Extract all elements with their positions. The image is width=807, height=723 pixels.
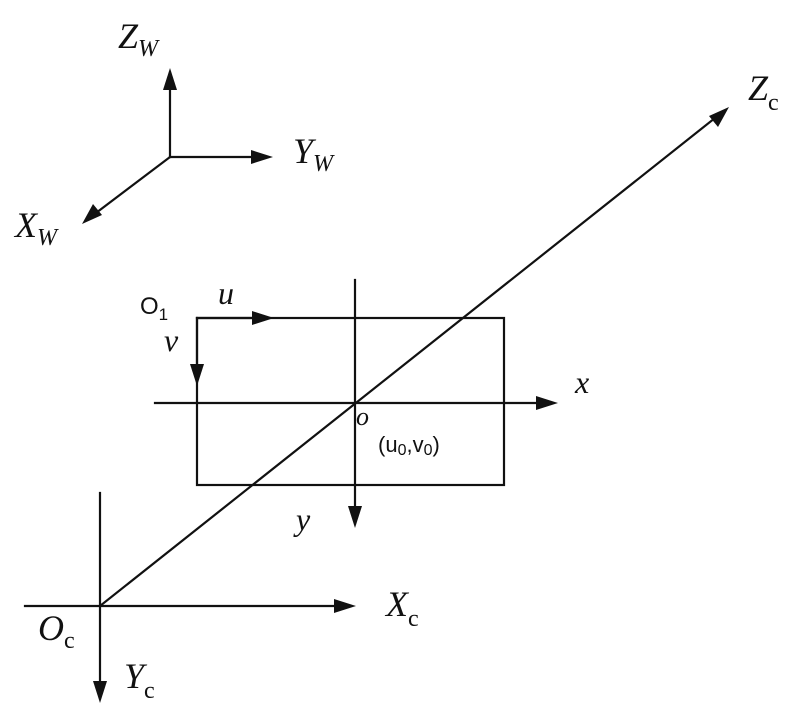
world-y-arrowhead — [251, 150, 273, 164]
camera-origin-label: Oc — [38, 608, 75, 654]
image-y-label: y — [293, 501, 311, 537]
world-z-label: ZW — [118, 16, 160, 62]
pixel-u-label: u — [218, 275, 234, 311]
world-frame: ZW YW XW — [13, 16, 335, 251]
camera-frame: Zc Xc Yc Oc — [25, 68, 779, 704]
world-x-label: XW — [13, 205, 59, 251]
camera-y-label: Yc — [124, 656, 155, 704]
principal-point-label: o — [356, 402, 369, 431]
world-x-arrowhead — [82, 204, 102, 224]
image-x-label: x — [574, 364, 589, 400]
pixel-v-label: v — [164, 322, 179, 358]
principal-point-coords: (u0,v0) — [378, 432, 440, 459]
world-z-arrowhead — [163, 68, 177, 90]
world-y-label: YW — [293, 131, 335, 177]
camera-z-arrowhead — [709, 107, 729, 127]
image-x-arrowhead — [536, 396, 558, 410]
pixel-u-arrowhead — [252, 311, 274, 325]
image-plane: O1 u v x y o (u0,v0) — [140, 275, 589, 537]
camera-optical-axis — [100, 118, 715, 606]
world-x-axis — [96, 157, 170, 213]
pixel-origin-label: O1 — [140, 293, 168, 324]
image-plane-rect — [197, 318, 504, 485]
camera-y-arrowhead — [93, 681, 107, 703]
camera-x-label: Xc — [384, 584, 419, 632]
camera-z-label: Zc — [748, 68, 779, 116]
image-y-arrowhead — [348, 506, 362, 528]
pixel-v-arrowhead — [190, 364, 204, 386]
camera-x-arrowhead — [334, 599, 356, 613]
